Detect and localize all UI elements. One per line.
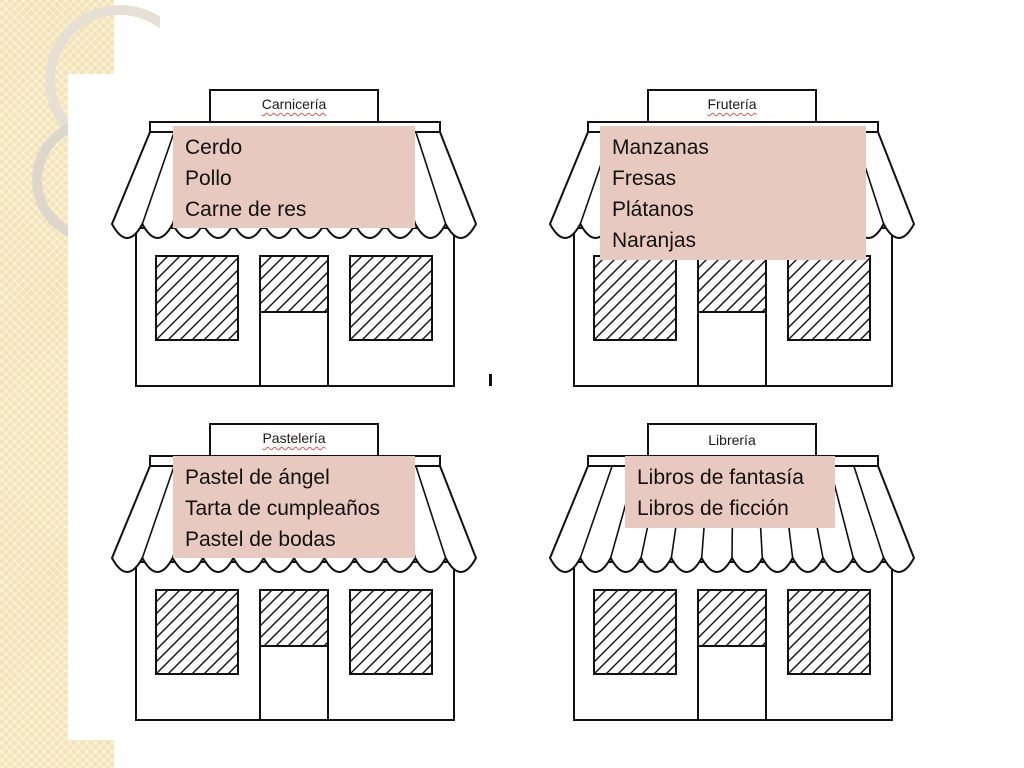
store-item: Libros de ficción — [637, 497, 789, 520]
store-item: Fresas — [612, 167, 677, 190]
store-item: Pastel de bodas — [185, 528, 336, 551]
store-sign-label: Pastelería — [262, 430, 326, 446]
store-item: Pastel de ángel — [185, 466, 330, 489]
store-items-box: Manzanas Fresas Plátanos Naranjas — [600, 126, 866, 260]
store-item: Carne de res — [185, 198, 307, 221]
store-item: Cerdo — [185, 136, 243, 159]
store-sign-label: Frutería — [707, 96, 757, 112]
store-items-box: Cerdo Pollo Carne de res — [173, 126, 415, 228]
store-items-box: Libros de fantasía Libros de ficción — [625, 456, 835, 528]
store-item: Libros de fantasía — [637, 466, 804, 489]
store-item: Pollo — [185, 167, 232, 190]
stray-mark — [489, 374, 492, 386]
store-item: Manzanas — [612, 136, 709, 159]
store-sign-label: Carnicería — [261, 96, 327, 112]
store-item: Plátanos — [612, 198, 694, 221]
store-item: Tarta de cumpleaños — [185, 497, 380, 520]
store-sign-label: Librería — [708, 432, 756, 448]
store-item: Naranjas — [612, 229, 697, 252]
store-items-box: Pastel de ángel Tarta de cumpleaños Past… — [173, 456, 415, 558]
